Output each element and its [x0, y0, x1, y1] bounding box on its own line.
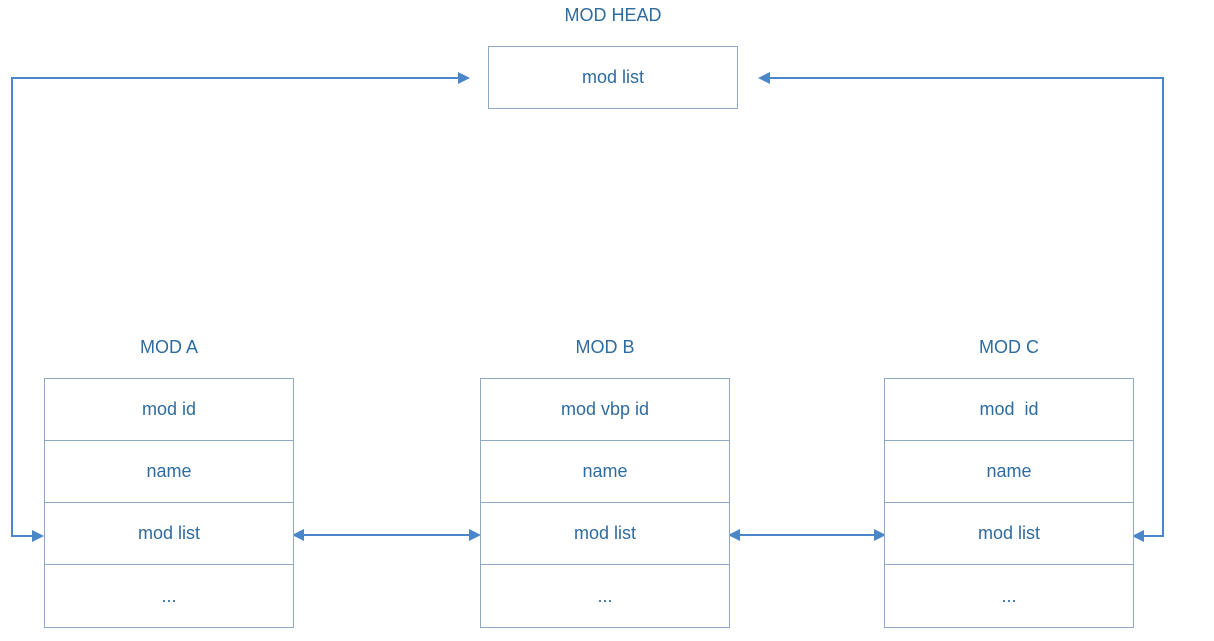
mod-b-field-mod-list: mod list: [481, 503, 729, 565]
mod-a-box: mod id name mod list ...: [44, 378, 294, 628]
mod-head-box: mod list: [488, 46, 738, 109]
mod-a-field-name: name: [45, 441, 293, 503]
mod-a-field-ellipsis: ...: [161, 585, 177, 606]
connector-head-to-mod-c: [758, 72, 1164, 542]
mod-b-title: MOD B: [575, 337, 635, 357]
mod-c-field-id: mod id: [885, 379, 1133, 441]
mod-a-field-id: mod id: [45, 379, 293, 441]
mod-head-field: mod list: [581, 67, 644, 87]
mod-b-box: mod vbp id name mod list ...: [480, 378, 730, 628]
mod-b-field-id: mod vbp id: [481, 379, 729, 441]
mod-a-field-mod-list: mod list: [45, 503, 293, 565]
connector-head-to-mod-a: [11, 72, 470, 542]
mod-c-field-name: name: [885, 441, 1133, 503]
mod-b-field-ellipsis: ...: [597, 585, 613, 606]
mod-c-field-ellipsis: ...: [1001, 585, 1017, 606]
mod-a-title: MOD A: [139, 337, 198, 357]
mod-c-title: MOD C: [979, 337, 1039, 357]
mod-c-field-mod-list: mod list: [885, 503, 1133, 565]
mod-b-field-name: name: [481, 441, 729, 503]
mod-c-box: mod id name mod list ...: [884, 378, 1134, 628]
mod-head-title: MOD HEAD: [564, 5, 662, 25]
